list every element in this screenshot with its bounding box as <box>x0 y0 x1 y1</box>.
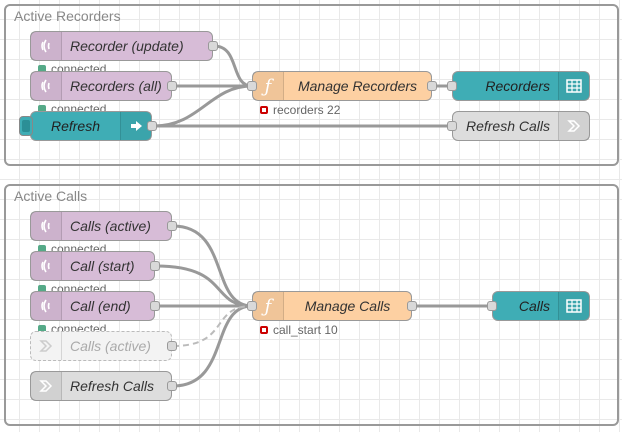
status-ring-icon <box>260 106 268 114</box>
node-recorders-all[interactable]: Recorders (all) <box>30 71 177 101</box>
node-label: Refresh <box>50 118 101 134</box>
node-label: Refresh Calls <box>70 378 155 394</box>
node-refresh-calls-out[interactable]: Refresh Calls <box>447 111 590 141</box>
output-port[interactable] <box>167 221 177 231</box>
node-calls-table[interactable]: Calls <box>487 291 590 321</box>
radio-waves-icon <box>31 32 62 60</box>
input-port[interactable] <box>447 81 457 91</box>
output-port[interactable] <box>427 81 437 91</box>
node-label: Call (end) <box>70 298 131 314</box>
output-port[interactable] <box>208 41 218 51</box>
node-label: Calls (active) <box>70 338 151 354</box>
inject-button[interactable] <box>19 116 33 136</box>
table-grid-icon <box>558 292 589 320</box>
radio-waves-icon <box>31 292 62 320</box>
node-calls-active[interactable]: Calls (active) <box>30 211 177 241</box>
input-port[interactable] <box>247 301 257 311</box>
radio-waves-icon <box>31 212 62 240</box>
group-label: Active Recorders <box>14 8 121 24</box>
node-call-start[interactable]: Call (start) <box>30 251 160 281</box>
input-port[interactable] <box>487 301 497 311</box>
node-call-end[interactable]: Call (end) <box>30 291 160 321</box>
node-label: Manage Calls <box>304 298 391 314</box>
input-port[interactable] <box>447 121 457 131</box>
group-label: Active Calls <box>14 188 88 204</box>
output-port[interactable] <box>147 121 157 131</box>
node-manage-calls[interactable]: ƒ Manage Calls <box>247 291 417 321</box>
input-port[interactable] <box>247 81 257 91</box>
function-icon: ƒ <box>253 292 284 320</box>
link-arrow-icon <box>31 332 62 360</box>
node-label: Calls <box>518 298 550 314</box>
node-label: Recorders <box>485 78 550 94</box>
node-recorders-table[interactable]: Recorders <box>447 71 590 101</box>
function-icon: ƒ <box>253 72 284 100</box>
node-refresh-calls-in[interactable]: Refresh Calls <box>30 371 177 401</box>
wire <box>172 224 253 308</box>
link-arrow-icon <box>31 372 62 400</box>
status-recorders-count: recorders 22 <box>260 103 340 117</box>
status-call-start-count: call_start 10 <box>260 323 338 337</box>
wire <box>155 264 253 308</box>
wire <box>172 304 253 388</box>
node-label: Call (start) <box>70 258 135 274</box>
wire-ghost <box>172 305 253 347</box>
output-port[interactable] <box>407 301 417 311</box>
node-label: Manage Recorders <box>297 78 418 94</box>
radio-waves-icon <box>31 72 62 100</box>
node-manage-recorders[interactable]: ƒ Manage Recorders <box>247 71 437 101</box>
node-calls-active-ghost[interactable]: Calls (active) <box>30 331 177 361</box>
node-label: Recorder (update) <box>70 38 184 54</box>
node-recorder-update[interactable]: Recorder (update) <box>30 31 218 61</box>
node-label: Calls (active) <box>70 218 151 234</box>
group-active-calls[interactable]: Active Calls <box>4 184 619 426</box>
table-grid-icon <box>558 72 589 100</box>
output-port[interactable] <box>150 261 160 271</box>
output-port[interactable] <box>150 301 160 311</box>
link-arrow-icon <box>558 112 589 140</box>
group-active-recorders[interactable]: Active Recorders <box>4 4 619 166</box>
status-ring-icon <box>260 326 268 334</box>
arrow-right-icon <box>120 112 151 140</box>
node-label: Refresh Calls <box>465 118 550 134</box>
output-port[interactable] <box>167 81 177 91</box>
output-port[interactable] <box>167 341 177 351</box>
node-refresh[interactable]: Refresh <box>19 111 157 141</box>
node-label: Recorders (all) <box>70 78 162 94</box>
radio-waves-icon <box>31 252 62 280</box>
output-port[interactable] <box>167 381 177 391</box>
wire <box>153 84 253 128</box>
